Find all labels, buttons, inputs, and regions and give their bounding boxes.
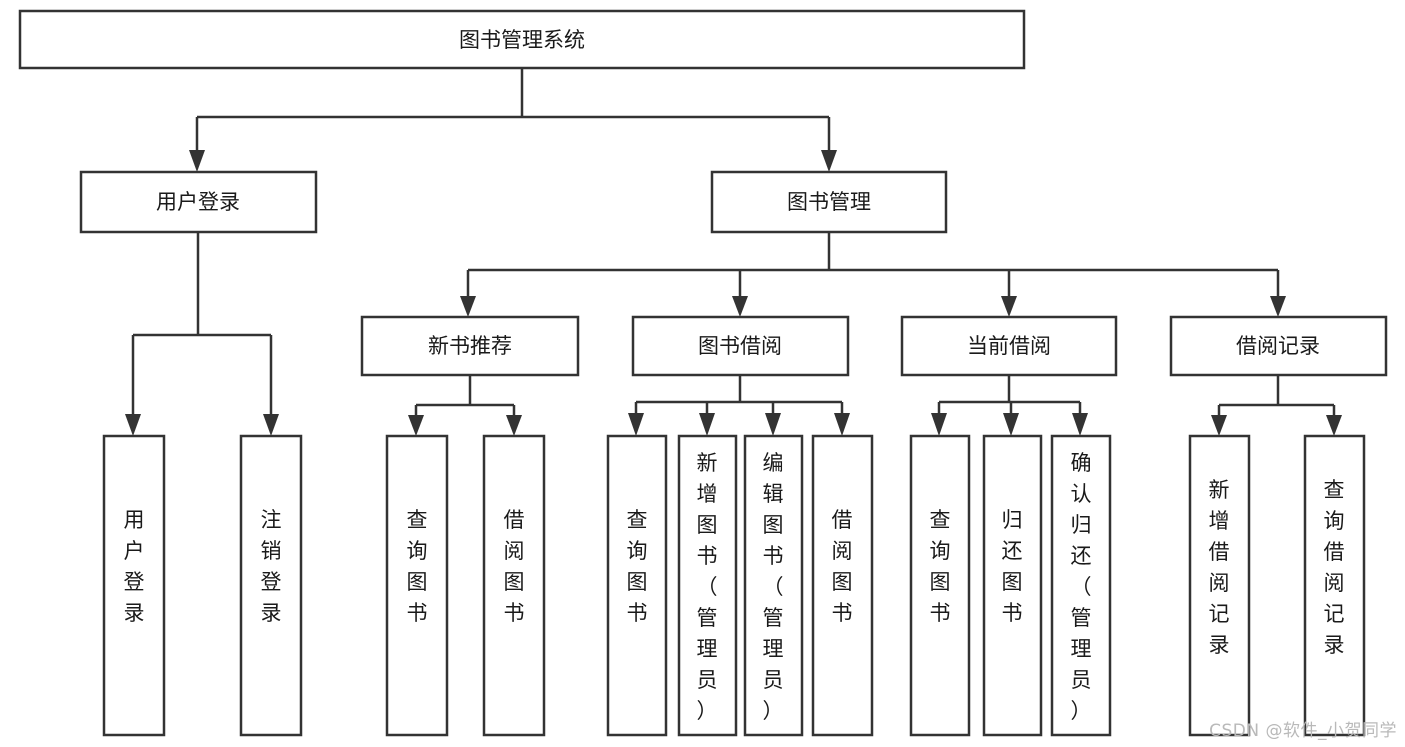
node-borrow-record-box[interactable]: [1169, 315, 1388, 377]
node-user-login[interactable]: 用户登录: [79, 170, 318, 234]
node-borrow-record-label: 借阅记录: [1236, 334, 1320, 358]
node-book-borrow-label: 图书借阅: [698, 334, 782, 358]
node-leaf-query-book-current-box[interactable]: [909, 434, 971, 737]
arrow-head-leaf-add-borrow-record: [1211, 415, 1227, 436]
node-leaf-return-book-label: 归还图书: [1002, 508, 1023, 625]
node-root-box[interactable]: [18, 9, 1026, 70]
arrow-head-book-borrow: [732, 296, 748, 317]
arrow-head-user-login: [189, 150, 205, 172]
arrow-head-leaf-logout-login: [263, 414, 279, 436]
arrow-head-leaf-user-login: [125, 414, 141, 436]
node-leaf-add-borrow-record-box[interactable]: [1188, 434, 1251, 737]
node-leaf-borrow-book-box[interactable]: [811, 434, 874, 737]
node-leaf-query-book-current-label: 查询图书: [930, 508, 951, 625]
arrow-head-leaf-query-borrow-record: [1326, 415, 1342, 436]
arrow-head-leaf-add-book-admin: [699, 413, 715, 436]
node-current-borrow[interactable]: 当前借阅: [900, 315, 1118, 377]
arrow-head-leaf-query-book-current: [931, 413, 947, 436]
node-book-management[interactable]: 图书管理: [710, 170, 948, 234]
node-leaf-query-book-recommend[interactable]: 查询图书: [385, 434, 449, 737]
node-leaf-add-book-admin-box[interactable]: [677, 434, 738, 737]
node-root-label: 图书管理系统: [459, 28, 585, 52]
arrow-head-leaf-edit-book-admin: [765, 413, 781, 436]
node-leaf-query-book-recommend-label: 查询图书: [407, 508, 428, 625]
node-new-book-recommend-label: 新书推荐: [428, 334, 512, 358]
arrow-head-leaf-confirm-return-admin: [1072, 413, 1088, 436]
node-leaf-edit-book-admin[interactable]: 编辑图书（管理员）: [743, 434, 804, 737]
node-leaf-add-borrow-record-label: 新增借阅记录: [1209, 478, 1230, 657]
node-leaf-user-login[interactable]: 用户登录: [102, 434, 166, 737]
node-leaf-query-book-borrow-box[interactable]: [606, 434, 668, 737]
node-layer: 图书管理系统 用户登录 图书管理 新书推荐 图书借阅: [18, 9, 1388, 737]
arrow-head-leaf-borrow-book: [834, 413, 850, 436]
connector-layer: [125, 68, 1342, 436]
node-book-management-label: 图书管理: [787, 190, 871, 214]
arrow-head-new-book-recommend: [460, 296, 476, 317]
node-leaf-borrow-book-recommend-label: 借阅图书: [504, 508, 525, 625]
node-leaf-logout-login-label: 注销登录: [261, 508, 282, 625]
node-new-book-recommend-box[interactable]: [360, 315, 580, 377]
node-current-borrow-label: 当前借阅: [967, 334, 1051, 358]
arrow-head-borrow-record: [1270, 296, 1286, 317]
node-user-login-label: 用户登录: [156, 190, 240, 214]
node-new-book-recommend[interactable]: 新书推荐: [360, 315, 580, 377]
node-leaf-user-login-label: 用户登录: [124, 508, 145, 625]
arrow-head-leaf-return-book: [1003, 413, 1019, 436]
node-leaf-logout-login[interactable]: 注销登录: [239, 434, 303, 737]
node-leaf-query-borrow-record-box[interactable]: [1303, 434, 1366, 737]
node-leaf-user-login-box[interactable]: [102, 434, 166, 737]
node-book-borrow[interactable]: 图书借阅: [631, 315, 850, 377]
node-leaf-confirm-return-admin-label: 确认归还（管理员）: [1071, 451, 1092, 723]
node-book-management-box[interactable]: [710, 170, 948, 234]
node-leaf-return-book-box[interactable]: [982, 434, 1043, 737]
node-current-borrow-box[interactable]: [900, 315, 1118, 377]
node-leaf-query-book-borrow[interactable]: 查询图书: [606, 434, 668, 737]
node-leaf-edit-book-admin-box[interactable]: [743, 434, 804, 737]
node-leaf-edit-book-admin-label: 编辑图书（管理员）: [763, 451, 784, 723]
node-leaf-confirm-return-admin[interactable]: 确认归还（管理员）: [1050, 434, 1112, 737]
node-leaf-borrow-book-recommend[interactable]: 借阅图书: [482, 434, 546, 737]
node-leaf-borrow-book[interactable]: 借阅图书: [811, 434, 874, 737]
node-root[interactable]: 图书管理系统: [18, 9, 1026, 70]
node-user-login-box[interactable]: [79, 170, 318, 234]
node-leaf-query-borrow-record[interactable]: 查询借阅记录: [1303, 434, 1366, 737]
node-leaf-query-book-recommend-box[interactable]: [385, 434, 449, 737]
arrow-head-book-management: [821, 150, 837, 172]
node-leaf-borrow-book-label: 借阅图书: [832, 508, 853, 625]
node-leaf-logout-login-box[interactable]: [239, 434, 303, 737]
node-leaf-borrow-book-recommend-box[interactable]: [482, 434, 546, 737]
arrow-head-leaf-query-book-recommend: [408, 415, 424, 436]
arrow-head-current-borrow: [1001, 296, 1017, 317]
node-leaf-add-book-admin-label: 新增图书（管理员）: [697, 451, 718, 723]
node-leaf-add-borrow-record[interactable]: 新增借阅记录: [1188, 434, 1251, 737]
node-borrow-record[interactable]: 借阅记录: [1169, 315, 1388, 377]
node-book-borrow-box[interactable]: [631, 315, 850, 377]
node-leaf-query-book-current[interactable]: 查询图书: [909, 434, 971, 737]
node-leaf-query-borrow-record-label: 查询借阅记录: [1324, 478, 1345, 657]
node-leaf-confirm-return-admin-box[interactable]: [1050, 434, 1112, 737]
arrow-head-leaf-borrow-book-recommend: [506, 415, 522, 436]
node-leaf-add-book-admin[interactable]: 新增图书（管理员）: [677, 434, 738, 737]
node-leaf-query-book-borrow-label: 查询图书: [627, 508, 648, 625]
arrow-head-leaf-query-book-borrow: [628, 413, 644, 436]
node-leaf-return-book[interactable]: 归还图书: [982, 434, 1043, 737]
